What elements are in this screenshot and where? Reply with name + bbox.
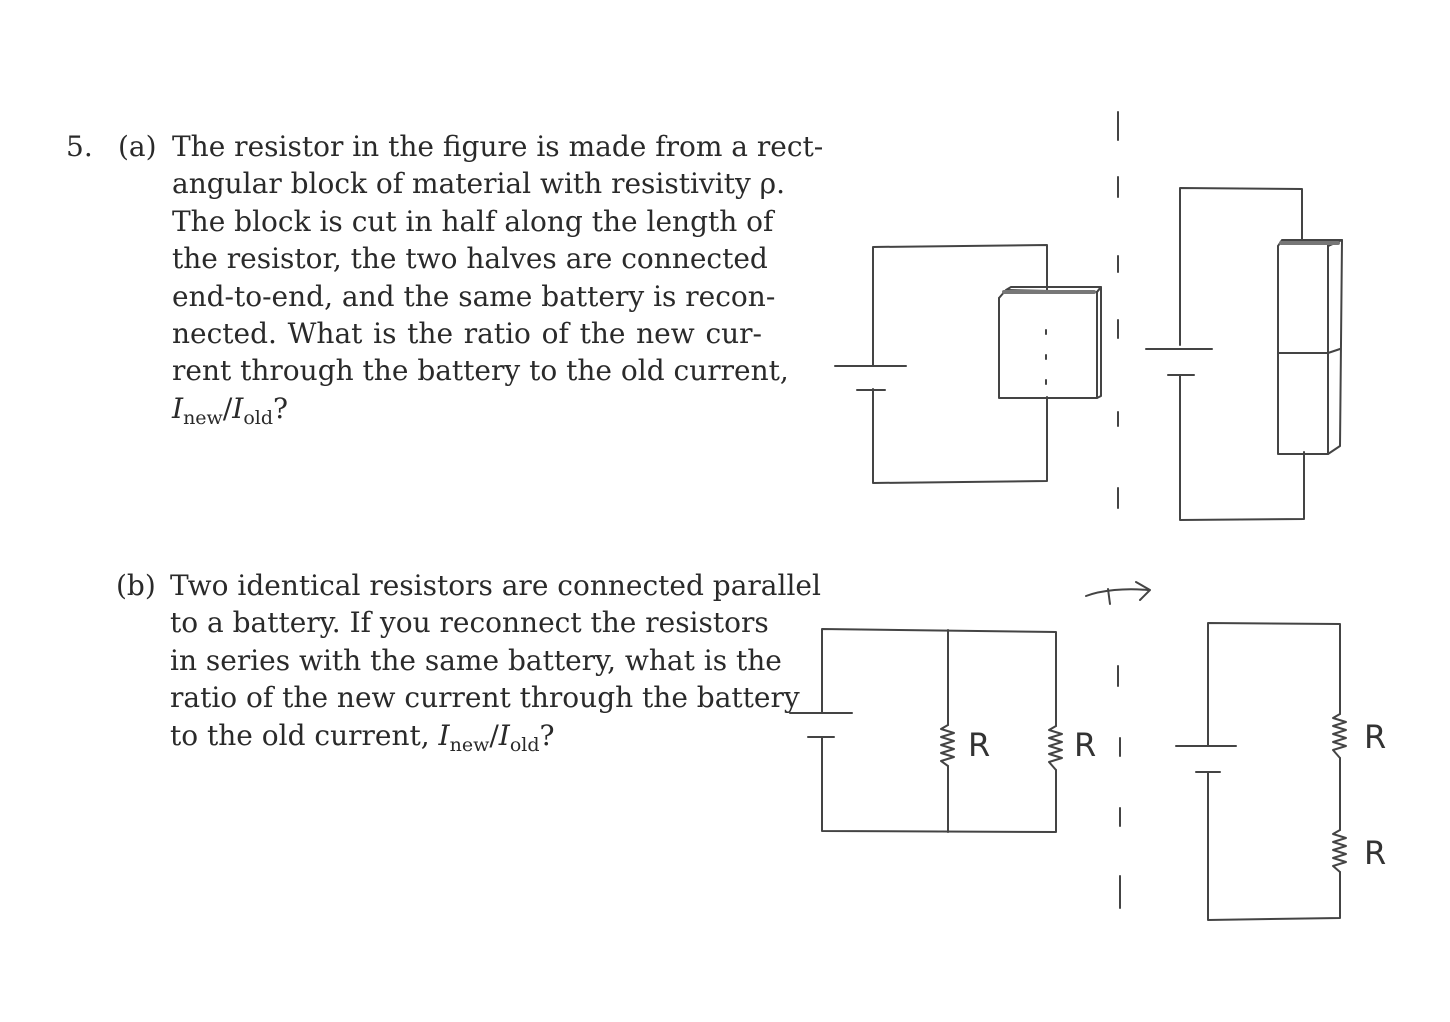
wire [872,388,1048,484]
separator-dashed-line [1117,111,1121,909]
part-a-line: The block is cut in half along the lengt… [172,204,774,238]
arrow-icon [1085,581,1151,605]
ratio-var-i-new: I [172,391,184,425]
block-side [1096,286,1102,399]
part-a-ratio: Inew/Iold? [172,390,762,431]
resistor-label: R [1074,726,1096,764]
part-b-line: Two identical resistors are connected pa… [170,569,821,602]
resistor-label: R [1364,718,1386,756]
part-a-text: The resistor in the figure is made from … [172,128,824,431]
wire [1207,622,1341,747]
ratio-var-i-old: I [232,391,244,425]
resistor-zigzag-icon [1048,725,1063,771]
block-top [998,286,1102,299]
figure-b-series-circuit [1175,622,1347,921]
part-a-line: rent through the battery to the old curr… [172,354,789,388]
ratio-question: ? [539,718,555,752]
wire [1207,771,1341,921]
part-a-line: nected. What is the ratio of the new cur… [172,317,762,351]
ratio-sub-new: new [449,733,490,756]
ratio-sub-old: old [509,733,540,756]
part-a-line: The resistor in the figure is made from … [172,130,824,163]
wire [872,244,1048,366]
part-b-line: in series with the same battery, what is… [170,643,782,677]
part-b-line: ratio of the new current through the bat… [170,681,800,715]
wire [1179,374,1305,521]
ratio-slash: / [489,718,499,752]
wire [821,628,1057,727]
part-b-last-line: to the old current, Inew/Iold? [170,717,758,758]
ratio-sub-old: old [243,406,273,429]
problem-number: 5. [66,130,93,163]
resistor-zigzag-icon [1332,713,1347,759]
resistor-zigzag-icon [1332,829,1347,873]
ratio-slash: / [222,391,233,425]
tall-block-side [1327,239,1343,455]
part-a-line: the resistor, the two halves are connect… [172,242,768,276]
figure-b-parallel-circuit [789,628,1063,833]
tall-block-top [1277,239,1343,247]
part-b-label: (b) [116,569,156,602]
part-a-line: angular block of material with resistivi… [172,167,786,201]
ratio-sub-new: new [183,406,223,429]
part-b-text: Two identical resistors are connected pa… [170,567,821,758]
part-b-last-prefix: to the old current, [170,718,439,752]
wire [1179,187,1303,346]
part-a-line: end-to-end, and the same battery is reco… [172,279,776,313]
figure-a-original-circuit [834,244,1102,484]
tall-block-joint [1277,348,1341,354]
wire [821,737,1057,833]
resistor-label: R [968,726,990,764]
part-a-label: (a) [118,130,157,163]
resistor-label: R [1364,834,1386,872]
resistor-zigzag-icon [940,724,955,767]
part-b-line: to a battery. If you reconnect the resis… [170,606,769,640]
ratio-var-i-new: I [438,718,450,752]
ratio-var-i-old: I [498,718,510,752]
block-front [998,291,1098,399]
tall-block-front [1277,243,1329,455]
ratio-question: ? [273,391,289,425]
figure-a-new-circuit [1145,187,1343,521]
